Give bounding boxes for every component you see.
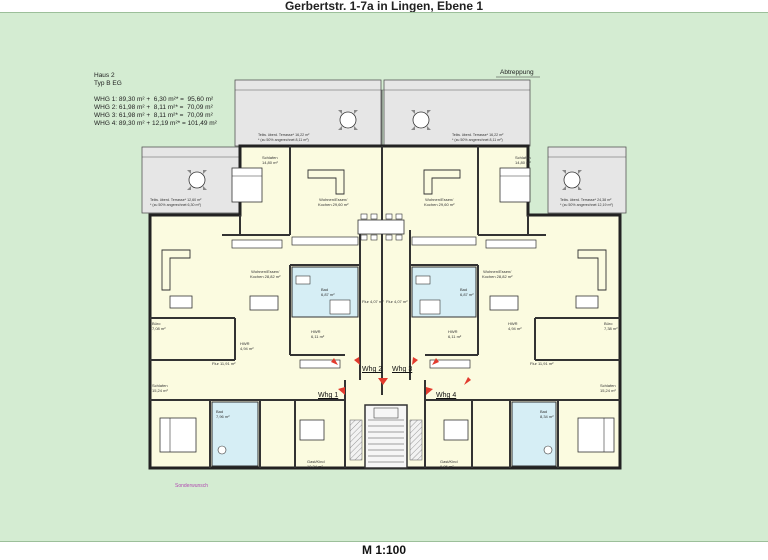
entry-arrow-1 — [338, 387, 345, 395]
room-label: Flur 4,07 m² — [386, 299, 408, 304]
room-label: Schlafen 15,24 m² — [600, 383, 616, 393]
bath-bottom-left — [211, 401, 259, 467]
area-row: WHG 2: 61,98 m² + 8,11 m²* = 70,09 m² — [94, 104, 213, 111]
area-row: WHG 1: 89,30 m² + 6,30 m²* = 95,60 m² — [94, 96, 214, 103]
area-row: WHG 4: 89,30 m² + 12,19 m²* = 101,49 m² — [94, 120, 217, 127]
haus-label: Haus 2 — [94, 72, 115, 79]
terrace-right — [547, 146, 627, 214]
entry-arrow-3 — [412, 357, 418, 365]
bed-bottom-right — [577, 417, 615, 453]
unit-tag-3: Whg 3 — [392, 366, 413, 373]
terrace-label: Teilw. überd. Terrasse* 16,22 m² * (zu 5… — [258, 133, 310, 142]
terrace-top-right — [383, 79, 531, 147]
bed-guest-left — [299, 419, 325, 441]
bed-bottom-left — [159, 417, 197, 453]
entry-arrow-4 — [426, 387, 433, 395]
room-label: Schlafen 14,80 m² — [515, 155, 531, 165]
unit-tag-4: Whg 4 — [436, 392, 457, 399]
room-label: Flur 11,91 m² — [212, 361, 236, 366]
room-label: Wohnen/Essen/ Kochen 28,82 m² — [482, 269, 513, 279]
entry-arrows — [331, 357, 471, 395]
room-label: Schlafen 15,24 m² — [152, 383, 168, 393]
area-row: WHG 3: 61,98 m² + 8,11 m²* = 70,09 m² — [94, 112, 213, 119]
room-label: Bad 6,87 m² — [321, 287, 335, 297]
room-label: Bad 8,34 m² — [540, 409, 554, 419]
room-label: Wohnen/Essen/ Kochen 28,82 m² — [250, 269, 281, 279]
bed-top-right — [499, 167, 531, 203]
terrace-label: Teilw. überd. Terrasse* 12,60 m² * (zu 5… — [150, 198, 202, 207]
room-label: Gast/Kind 9,86 m² — [440, 459, 458, 469]
room-label: Schlafen 14,80 m² — [262, 155, 278, 165]
room-label: HWR 6,11 m² — [311, 329, 325, 339]
bed-top-left — [231, 167, 263, 203]
sonderwunsch-label: Sonderwunsch — [175, 483, 209, 489]
terrace-top-left — [234, 79, 382, 147]
abtreppung-label: Abtreppung — [500, 69, 534, 76]
staircase — [364, 404, 408, 469]
info-block: Haus 2 Typ B EG WHG 1: 89,30 m² + 6,30 m… — [94, 72, 217, 128]
room-label: Wohnen/Essen/ Kochen 29,60 m² — [318, 197, 349, 207]
room-label: Gast/Kind 10,24 m² — [307, 459, 325, 469]
room-label: Bad 6,87 m² — [460, 287, 474, 297]
bed-guest-right — [443, 419, 469, 441]
room-label: Flur 4,07 m² — [362, 299, 384, 304]
terrace-label: Teilw. überd. Terrasse* 16,22 m² * (zu 5… — [452, 133, 504, 142]
room-label: Büro 7,08 m² — [152, 321, 166, 331]
room-label: HWR 6,11 m² — [448, 329, 462, 339]
room-label: HWR 4,94 m² — [240, 341, 254, 351]
room-label: Büro 7,38 m² — [604, 321, 618, 331]
typ-label: Typ B EG — [94, 80, 122, 87]
unit-tag-1: Whg 1 — [318, 392, 339, 399]
unit-tag-2: Whg 2 — [362, 366, 383, 373]
bath-bottom-right — [511, 401, 557, 467]
room-label: Flur 11,91 m² — [530, 361, 554, 366]
scale-label: M 1:100 — [361, 543, 407, 557]
page-title: Gerbertstr. 1-7a in Lingen, Ebene 1 — [0, 0, 768, 12]
room-label: HWR 4,94 m² — [508, 321, 522, 331]
room-label: Bad 7,96 m² — [216, 409, 230, 419]
room-label: Wohnen/Essen/ Kochen 29,60 m² — [424, 197, 455, 207]
entry-arrow-2 — [354, 357, 360, 365]
terrace-label: Teilw. überd. Terrasse* 24,38 m² * (zu 5… — [560, 198, 613, 207]
